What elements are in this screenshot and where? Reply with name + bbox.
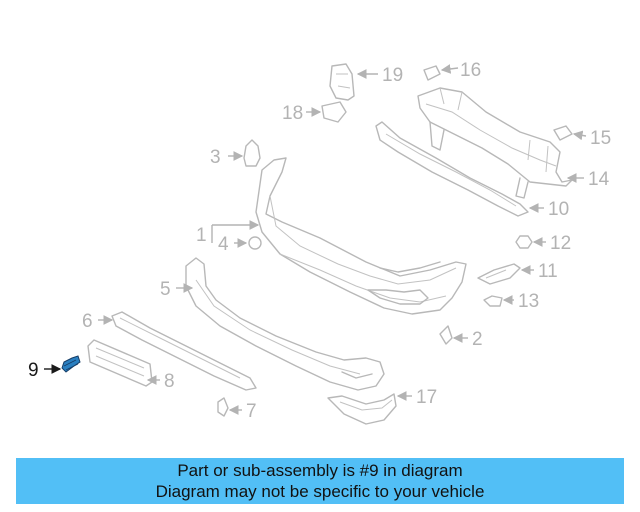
callout-8[interactable]: 8 xyxy=(164,371,175,392)
callout-3[interactable]: 3 xyxy=(210,147,221,168)
callout-14[interactable]: 14 xyxy=(588,169,610,190)
callout-5[interactable]: 5 xyxy=(160,279,171,300)
part-4-ring xyxy=(234,236,262,250)
callout-12[interactable]: 12 xyxy=(550,233,571,254)
callout-2[interactable]: 2 xyxy=(472,329,483,350)
info-banner: Part or sub-assembly is #9 in diagram Di… xyxy=(16,458,624,504)
callout-15[interactable]: 15 xyxy=(590,128,611,149)
callout-16[interactable]: 16 xyxy=(460,60,481,81)
callout-7[interactable]: 7 xyxy=(246,401,257,422)
part-5-lower-cover xyxy=(176,257,385,391)
part-1-bumper-cover xyxy=(255,157,467,315)
callout-13[interactable]: 13 xyxy=(518,291,539,312)
part-9-screw-highlighted[interactable] xyxy=(44,355,81,374)
callout-1-leader xyxy=(211,220,260,243)
part-7-screw xyxy=(217,397,242,417)
part-13-clip xyxy=(483,295,514,307)
part-8-plate-bracket xyxy=(87,339,160,387)
part-12-nut xyxy=(515,235,546,249)
callout-4[interactable]: 4 xyxy=(218,234,229,255)
part-15-bolt xyxy=(553,125,587,141)
callout-1[interactable]: 1 xyxy=(196,225,207,246)
part-2-screw xyxy=(439,325,468,345)
callout-17[interactable]: 17 xyxy=(416,387,437,408)
banner-line-2: Diagram may not be specific to your vehi… xyxy=(155,482,485,501)
part-16-bolt xyxy=(423,64,459,81)
part-3-plug xyxy=(228,139,261,167)
callout-19[interactable]: 19 xyxy=(382,65,403,86)
banner-line-1: Part or sub-assembly is #9 in diagram xyxy=(177,461,463,480)
part-10-absorber xyxy=(375,121,544,217)
part-11-bracket xyxy=(477,263,534,285)
part-17-lamp-trim xyxy=(327,391,412,425)
callout-11[interactable]: 11 xyxy=(538,261,558,282)
parts-diagram: 19 16 18 15 10 14 3 xyxy=(28,60,611,425)
part-18-sensor xyxy=(306,101,347,123)
callout-6[interactable]: 6 xyxy=(82,311,93,332)
part-impact-bar xyxy=(417,87,573,199)
part-6-trim-strip xyxy=(98,311,257,391)
callout-10[interactable]: 10 xyxy=(548,199,569,220)
part-19-bracket xyxy=(329,63,378,101)
callout-18[interactable]: 18 xyxy=(282,103,303,124)
callout-9[interactable]: 9 xyxy=(28,360,39,381)
